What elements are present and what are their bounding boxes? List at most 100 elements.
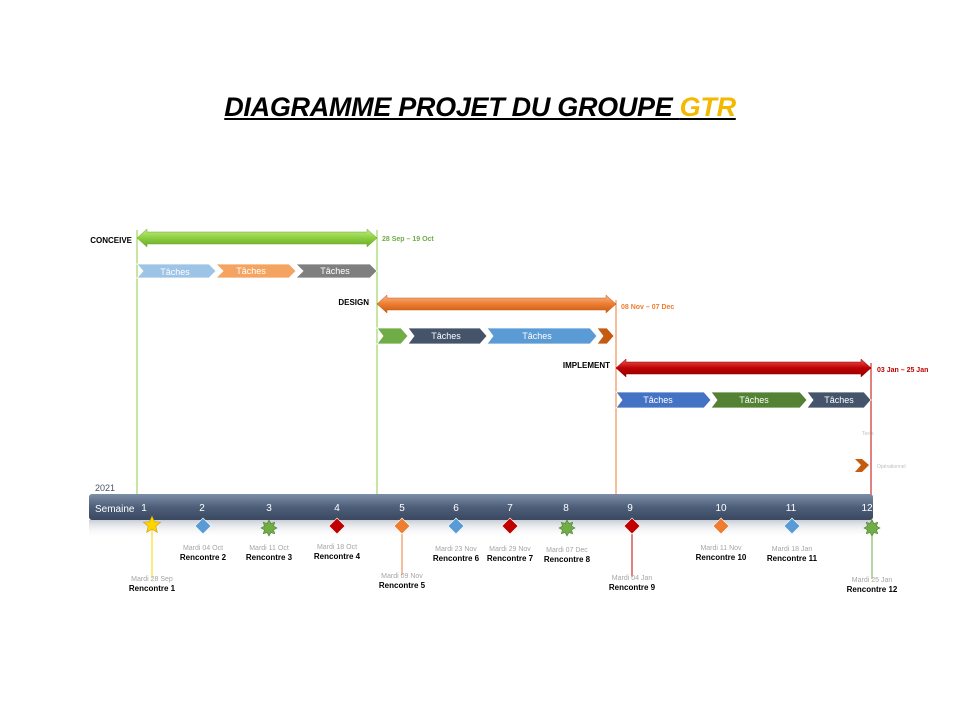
task-implement-3-label: Tâches: [824, 395, 854, 405]
legend-operational-chevron: [855, 459, 869, 472]
title-main: DIAGRAMME PROJET DU GROUPE: [224, 92, 680, 122]
milestone-date: Mardi 18 Jan: [772, 546, 813, 553]
milestone-diamond-icon: [501, 517, 519, 535]
milestone-burst-icon: [260, 519, 278, 537]
milestone-date: Mardi 28 Sep: [131, 576, 173, 583]
milestone-date: Mardi 25 Jan: [852, 577, 893, 584]
milestone-date: Mardi 11 Nov: [700, 545, 742, 552]
phase-bar-design[interactable]: [376, 294, 617, 314]
milestone-name: Rencontre 9: [609, 583, 656, 592]
task-implement-2[interactable]: [710, 391, 808, 409]
task-design-2-label: Tâches: [431, 331, 461, 341]
task-conceive-1-label: Tâches: [160, 267, 190, 277]
task-design-1[interactable]: [376, 327, 409, 345]
week-number-4: 4: [334, 503, 340, 514]
timeline-shadow: [89, 520, 873, 538]
milestone-date: Mardi 04 Oct: [183, 545, 223, 552]
task-conceive-2[interactable]: [215, 263, 297, 279]
legend-operational: Opérationnel: [877, 464, 906, 470]
task-implement-2-label: Tâches: [739, 395, 769, 405]
title-accent: GTR: [679, 92, 736, 122]
timeline-bar: [89, 494, 873, 520]
task-implement-1-label: Tâches: [643, 395, 673, 405]
phase-dates-implement: 03 Jan – 25 Jan: [877, 367, 928, 374]
task-conceive-1[interactable]: [136, 263, 217, 279]
week-number-7: 7: [507, 503, 513, 514]
milestone-name: Rencontre 1: [129, 584, 176, 593]
milestone-name: Rencontre 5: [379, 581, 426, 590]
week-number-11: 11: [786, 503, 797, 514]
milestone-date: Mardi 07 Dec: [546, 547, 588, 554]
milestone-date: Mardi 11 Oct: [249, 545, 289, 552]
legend-tests: Tests: [862, 431, 874, 437]
milestone-date: Mardi 23 Nov: [435, 546, 477, 553]
milestone-name: Rencontre 2: [180, 553, 227, 562]
milestone-diamond-icon: [447, 517, 465, 535]
week-number-3: 3: [266, 503, 272, 514]
milestone-name: Rencontre 7: [487, 554, 534, 563]
week-number-10: 10: [715, 503, 727, 514]
milestone-date: Mardi 18 Oct: [317, 544, 357, 551]
milestone-diamond-icon: [194, 517, 212, 535]
phase-dates-design: 08 Nov – 07 Dec: [621, 304, 674, 311]
week-number-9: 9: [627, 503, 633, 514]
task-design-4[interactable]: [596, 327, 615, 345]
phase-label-design: DESIGN: [338, 298, 369, 307]
phase-label-conceive: CONCEIVE: [90, 236, 132, 245]
milestone-diamond-icon: [393, 517, 411, 535]
week-number-12: 12: [861, 503, 873, 514]
milestone-date: Mardi 04 Jan: [612, 575, 653, 582]
week-number-2: 2: [199, 503, 205, 514]
phase-bar-implement[interactable]: [615, 358, 872, 378]
phase-label-implement: IMPLEMENT: [563, 361, 610, 370]
milestone-diamond-icon: [623, 517, 641, 535]
task-implement-1[interactable]: [615, 391, 712, 409]
week-number-6: 6: [453, 503, 459, 514]
milestone-name: Rencontre 12: [847, 585, 898, 594]
week-number-1: 1: [141, 503, 147, 514]
milestone-diamond-icon: [328, 517, 346, 535]
milestone-burst-icon: [558, 519, 576, 537]
timeline-year: 2021: [95, 483, 115, 493]
phase-bar-conceive[interactable]: [136, 228, 378, 248]
milestone-star-icon: [142, 515, 162, 533]
milestone-name: Rencontre 4: [314, 552, 361, 561]
milestone-name: Rencontre 6: [433, 554, 480, 563]
milestone-name: Rencontre 8: [544, 555, 591, 564]
milestone-name: Rencontre 10: [696, 553, 747, 562]
task-design-3[interactable]: [486, 327, 598, 345]
page-title: DIAGRAMME PROJET DU GROUPE GTR: [0, 92, 960, 123]
task-conceive-2-label: Tâches: [236, 266, 266, 276]
task-design-3-label: Tâches: [522, 331, 552, 341]
task-design-2[interactable]: [407, 327, 488, 345]
milestone-burst-icon: [863, 519, 881, 537]
task-implement-3[interactable]: [806, 391, 872, 409]
week-number-8: 8: [563, 503, 569, 514]
milestone-diamond-icon: [783, 517, 801, 535]
milestone-date: Mardi 29 Nov: [489, 546, 531, 553]
task-conceive-3[interactable]: [295, 263, 378, 279]
timeline-week-label: Semaine: [95, 504, 135, 515]
milestone-name: Rencontre 11: [767, 554, 818, 563]
phase-dates-conceive: 28 Sep – 19 Oct: [382, 236, 434, 243]
task-conceive-3-label: Tâches: [320, 266, 350, 276]
milestone-date: Mardi 09 Nov: [381, 573, 423, 580]
milestone-name: Rencontre 3: [246, 553, 293, 562]
milestone-diamond-icon: [712, 517, 730, 535]
week-number-5: 5: [399, 503, 405, 514]
